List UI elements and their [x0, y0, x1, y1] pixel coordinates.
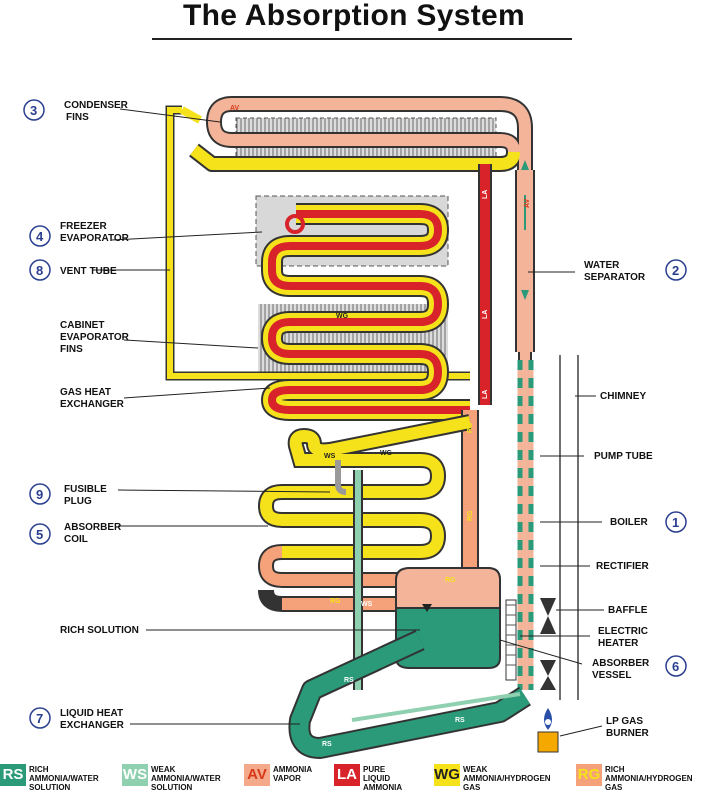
callout-4: 4 [29, 225, 51, 247]
callout-7: 7 [29, 707, 51, 729]
tag-rs-1: RS [344, 677, 354, 684]
leader-lines [92, 108, 604, 737]
tag-wg-2: WG [336, 313, 349, 320]
label-pump-tube: PUMP TUBE [594, 451, 653, 462]
tag-wg-1: WG [380, 450, 393, 457]
svg-text:6: 6 [672, 659, 679, 674]
lp-burner [537, 708, 559, 753]
callout-6: 6 [665, 655, 687, 677]
svg-text:9: 9 [36, 487, 43, 502]
tag-rs-3: RS [322, 741, 332, 748]
svg-text:2: 2 [672, 263, 679, 278]
label-rich-solution: RICH SOLUTION [60, 625, 139, 636]
svg-text:5: 5 [36, 527, 43, 542]
label-vent: VENT TUBE [60, 266, 117, 277]
svg-text:4: 4 [36, 229, 44, 244]
tag-la-1: LA [482, 190, 489, 199]
tag-rg-4: RG [445, 577, 456, 584]
tag-av-top: AV [230, 105, 240, 112]
absorption-diagram: AV AV LA LA LA RG RG RG RG WG WG WS WS R… [23, 96, 687, 759]
callout-1: 1 [665, 511, 687, 533]
tag-rg-2: RG [467, 510, 474, 521]
label-boiler: BOILER [610, 517, 649, 528]
tag-la-2: LA [482, 310, 489, 319]
tag-ws-2: WS [361, 601, 373, 608]
page-title: The Absorption System [183, 0, 525, 32]
label-rectifier: RECTIFIER [596, 561, 650, 572]
label-baffle: BAFFLE [608, 605, 648, 616]
electric-heater [505, 599, 517, 681]
svg-text:7: 7 [36, 711, 43, 726]
callout-2: 2 [665, 259, 687, 281]
chimney [559, 355, 579, 700]
callout-3: 3 [23, 99, 45, 121]
condenser-pipe [180, 96, 533, 175]
callout-9: 9 [29, 483, 51, 505]
callout-8: 8 [29, 259, 51, 281]
tag-rs-2: RS [455, 717, 465, 724]
legend: RS RICH AMMONIA/WATER SOLUTION WS WEAK A… [0, 762, 708, 792]
title-underline [152, 38, 572, 40]
tag-av-riser: AV [524, 198, 531, 208]
water-separator [515, 160, 535, 690]
pipe-tags: AV AV LA LA LA RG RG RG RG WG WG WS WS R… [230, 105, 531, 748]
tag-ws-1: WS [324, 453, 336, 460]
absorber-vessel [395, 567, 501, 669]
baffle [540, 598, 556, 690]
svg-text:3: 3 [30, 103, 37, 118]
callout-5: 5 [29, 523, 51, 545]
liquid-heat-exchanger [288, 630, 531, 759]
svg-text:1: 1 [672, 515, 679, 530]
tag-rg-1: RG [467, 422, 474, 433]
tag-rg-3: RG [330, 598, 341, 605]
label-chimney: CHIMNEY [600, 391, 646, 402]
tag-la-3: LA [482, 390, 489, 399]
svg-text:8: 8 [36, 263, 43, 278]
evaporator-coil [260, 203, 470, 421]
